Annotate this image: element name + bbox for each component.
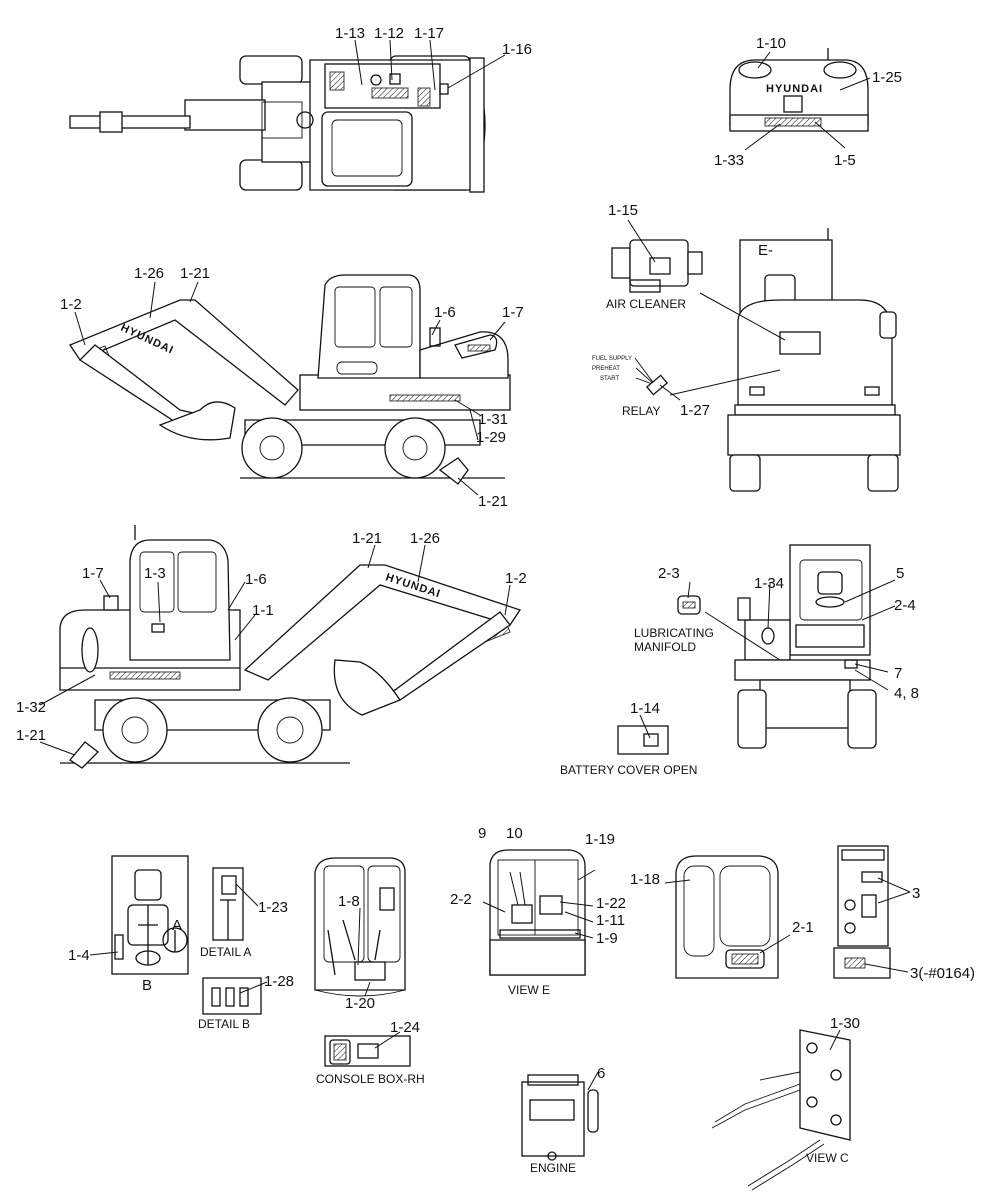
hood-brand-label: HYUNDAI bbox=[766, 83, 823, 95]
callout: 1-26 bbox=[134, 265, 164, 282]
callout: 1-22 bbox=[596, 895, 626, 912]
callout: 1-26 bbox=[410, 530, 440, 547]
relay-drawing: FUEL SUPPLY PREHEAT START bbox=[592, 356, 669, 396]
callout-labels: 1-13 1-12 1-17 1-16 1-10 1-25 1-33 1-5 1… bbox=[16, 25, 975, 1082]
callout: 6 bbox=[597, 1065, 605, 1082]
callout: A bbox=[172, 917, 182, 934]
callout: 1-21 bbox=[16, 727, 46, 744]
callout: 1-23 bbox=[258, 899, 288, 916]
callout: 9 bbox=[478, 825, 486, 842]
side-view-right-drawing: HYUNDAI bbox=[59, 525, 522, 769]
callout: 1-5 bbox=[834, 152, 856, 169]
detail-b-drawing bbox=[202, 977, 262, 1015]
callout: 1-10 bbox=[756, 35, 786, 52]
seat-view-b-drawing bbox=[111, 855, 189, 975]
engine-drawing bbox=[521, 1074, 599, 1161]
callout: 1-34 bbox=[754, 575, 784, 592]
console-box-drawing bbox=[324, 1035, 411, 1067]
callout: 2-3 bbox=[658, 565, 680, 582]
callout: 10 bbox=[506, 825, 523, 842]
callout: 1-14 bbox=[630, 700, 660, 717]
callout: 4, 8 bbox=[894, 685, 919, 702]
callout: 1-13 bbox=[335, 25, 365, 42]
callout: 1-21 bbox=[180, 265, 210, 282]
view-e-drawing bbox=[489, 849, 586, 976]
relay-fuel-label: FUEL SUPPLY bbox=[592, 356, 632, 362]
caption-view-c: VIEW C bbox=[806, 1151, 849, 1165]
callout: 1-30 bbox=[830, 1015, 860, 1032]
caption-air-cleaner: AIR CLEANER bbox=[606, 297, 686, 311]
callout: 1-7 bbox=[502, 304, 524, 321]
callout: 1-29 bbox=[476, 429, 506, 446]
callout: 1-7 bbox=[82, 565, 104, 582]
callout: 1-32 bbox=[16, 699, 46, 716]
callout: 1-24 bbox=[390, 1019, 420, 1036]
caption-battery-cover: BATTERY COVER OPEN bbox=[560, 763, 697, 777]
view-captions: AIR CLEANER RELAY LUBRICATING MANIFOLD B… bbox=[198, 297, 849, 1175]
cab-interior-drawing bbox=[314, 857, 406, 997]
callout: 1-31 bbox=[478, 411, 508, 428]
top-view-drawing bbox=[69, 55, 486, 193]
caption-console-box: CONSOLE BOX-RH bbox=[316, 1072, 425, 1086]
caption-engine: ENGINE bbox=[530, 1161, 576, 1175]
callout: 3 bbox=[912, 885, 920, 902]
detail-a-drawing bbox=[212, 867, 244, 941]
view-c-drawing bbox=[711, 1029, 851, 1191]
callout: 1-18 bbox=[630, 871, 660, 888]
relay-start-label: START bbox=[600, 376, 619, 382]
callout: 1-2 bbox=[505, 570, 527, 587]
callout: 1-21 bbox=[478, 493, 508, 510]
front-view-drawing bbox=[677, 544, 877, 749]
callout: 1-21 bbox=[352, 530, 382, 547]
callout: B bbox=[142, 977, 152, 994]
battery-cover-drawing bbox=[617, 725, 669, 755]
air-cleaner-drawing bbox=[611, 239, 703, 293]
callout: 1-9 bbox=[596, 930, 618, 947]
callout: 1-33 bbox=[714, 152, 744, 169]
caption-detail-b: DETAIL B bbox=[198, 1017, 250, 1031]
side-view-left-drawing: HYUNDAI bbox=[69, 274, 511, 485]
callout: 1-2 bbox=[60, 296, 82, 313]
callout: 3(-#0164) bbox=[910, 965, 975, 982]
callout: 1-27 bbox=[680, 402, 710, 419]
callout: 1-15 bbox=[608, 202, 638, 219]
leader-lines bbox=[39, 39, 911, 1091]
callout: 1-12 bbox=[374, 25, 404, 42]
callout: 1-17 bbox=[414, 25, 444, 42]
callout: 1-19 bbox=[585, 831, 615, 848]
callout: 1-6 bbox=[245, 571, 267, 588]
callout: 1-3 bbox=[144, 565, 166, 582]
callout: 2-4 bbox=[894, 597, 916, 614]
callout: 1-25 bbox=[872, 69, 902, 86]
callout: 2-1 bbox=[792, 919, 814, 936]
callout: 1-20 bbox=[345, 995, 375, 1012]
callout: 1-1 bbox=[252, 602, 274, 619]
callout: 1-11 bbox=[596, 912, 625, 929]
caption-view-e: VIEW E bbox=[508, 983, 550, 997]
caption-detail-a: DETAIL A bbox=[200, 945, 251, 959]
control-panel-drawing bbox=[833, 845, 891, 979]
callout: 1-4 bbox=[68, 947, 90, 964]
callout: 2-2 bbox=[450, 891, 472, 908]
cab-mark-label: E- bbox=[758, 242, 773, 259]
callout: 5 bbox=[896, 565, 904, 582]
callout: 1-6 bbox=[434, 304, 456, 321]
cab-side-drawing bbox=[675, 855, 779, 979]
callout: 1-28 bbox=[264, 973, 294, 990]
caption-relay: RELAY bbox=[622, 404, 660, 418]
caption-lubricating-2: MANIFOLD bbox=[634, 640, 696, 654]
rear-view-drawing: E- bbox=[727, 228, 901, 492]
callout: 1-8 bbox=[338, 893, 360, 910]
callout: 1-16 bbox=[502, 41, 532, 58]
caption-lubricating-1: LUBRICATING bbox=[634, 626, 714, 640]
callout: 7 bbox=[894, 665, 902, 682]
hood-rear-drawing: HYUNDAI bbox=[729, 48, 869, 132]
relay-preheat-label: PREHEAT bbox=[592, 366, 620, 372]
